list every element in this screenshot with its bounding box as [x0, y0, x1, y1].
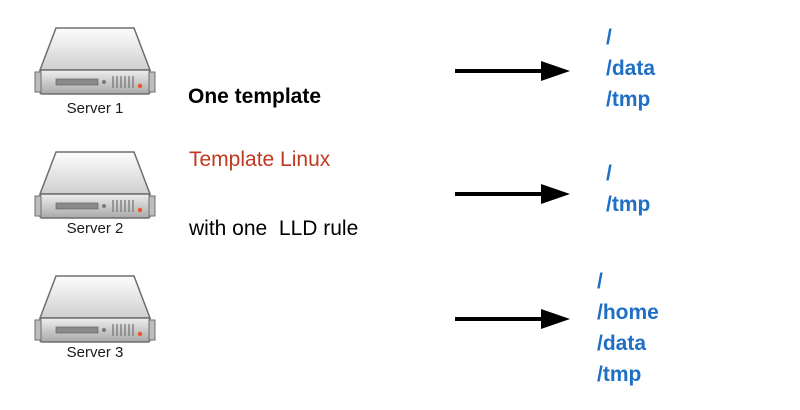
lld-rule-text: with one LLD rule — [189, 217, 359, 240]
server-icon — [34, 22, 156, 102]
server-3: Server 3 — [30, 270, 160, 370]
server-3-paths: / /home /data /tmp — [597, 266, 659, 390]
one-template-title: One template — [188, 85, 322, 108]
path-item: / — [606, 162, 612, 185]
arrow-right-icon — [455, 59, 570, 83]
path-item: /tmp — [597, 363, 642, 386]
path-item: /data — [606, 57, 656, 80]
server-label: Server 3 — [66, 344, 124, 361]
arrow-right-icon — [455, 307, 570, 331]
server-label: Server 2 — [66, 220, 124, 237]
server-label: Server 1 — [66, 100, 124, 117]
server-2-paths: / /tmp — [606, 158, 650, 220]
path-item: / — [597, 270, 603, 293]
path-item: /tmp — [606, 193, 651, 216]
path-item: /data — [597, 332, 647, 355]
path-item: /home — [597, 301, 659, 324]
path-item: /tmp — [606, 88, 651, 111]
server-1: Server 1 — [30, 22, 160, 122]
server-2: Server 2 — [30, 146, 160, 246]
path-item: / — [606, 26, 612, 49]
server-1-paths: / /data /tmp — [606, 22, 655, 115]
arrow-right-icon — [455, 182, 570, 206]
template-name: Template Linux — [189, 148, 331, 171]
server-icon — [34, 146, 156, 226]
server-icon — [34, 270, 156, 350]
